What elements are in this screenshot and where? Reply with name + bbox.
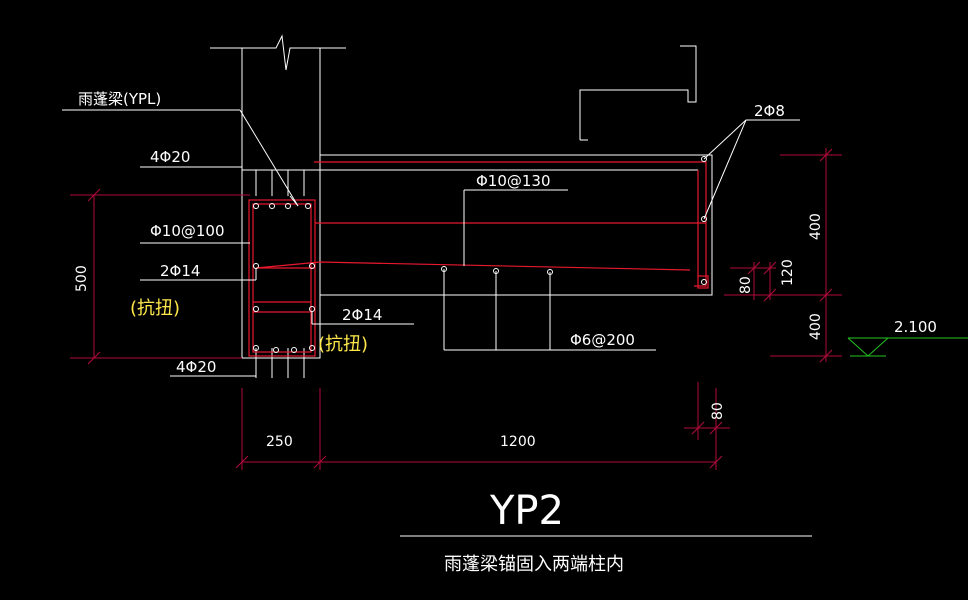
beam-name-label: 雨蓬梁(YPL) <box>78 90 161 108</box>
dim-upper-height: 400 <box>808 213 824 240</box>
drawing-caption: 雨蓬梁锚固入两端柱内 <box>444 554 624 575</box>
edge-bars-label: 2Φ8 <box>754 102 785 120</box>
dim-edge-width: 80 <box>710 402 726 420</box>
dimension-lines <box>70 148 842 470</box>
dim-inner-120: 120 <box>780 259 796 286</box>
leader-lines <box>62 109 800 377</box>
side-bars-left-label: 2Φ14 <box>160 262 200 280</box>
dim-beam-width: 250 <box>266 434 293 450</box>
elevation-marker <box>847 337 968 357</box>
torsion-right-label: (抗扭) <box>318 334 368 355</box>
drawing-id: YP2 <box>489 488 564 534</box>
dim-inner-80: 80 <box>738 276 754 294</box>
bottom-bars-label: 4Φ20 <box>176 358 216 376</box>
dim-beam-height: 500 <box>74 265 90 292</box>
slab-dist-bar-label: Φ6@200 <box>570 331 635 349</box>
torsion-left-label: (抗扭) <box>130 298 180 319</box>
rebar-lines <box>248 161 709 357</box>
stirrup-label: Φ10@100 <box>150 222 225 240</box>
dim-lower-height: 400 <box>808 313 824 340</box>
slab-top-bar-label: Φ10@130 <box>476 172 551 190</box>
dim-canopy-length: 1200 <box>500 434 536 450</box>
side-bars-right-label: 2Φ14 <box>342 306 382 324</box>
elevation-label: 2.100 <box>894 318 937 336</box>
structure-outline <box>210 34 713 378</box>
top-bars-label: 4Φ20 <box>150 148 190 166</box>
